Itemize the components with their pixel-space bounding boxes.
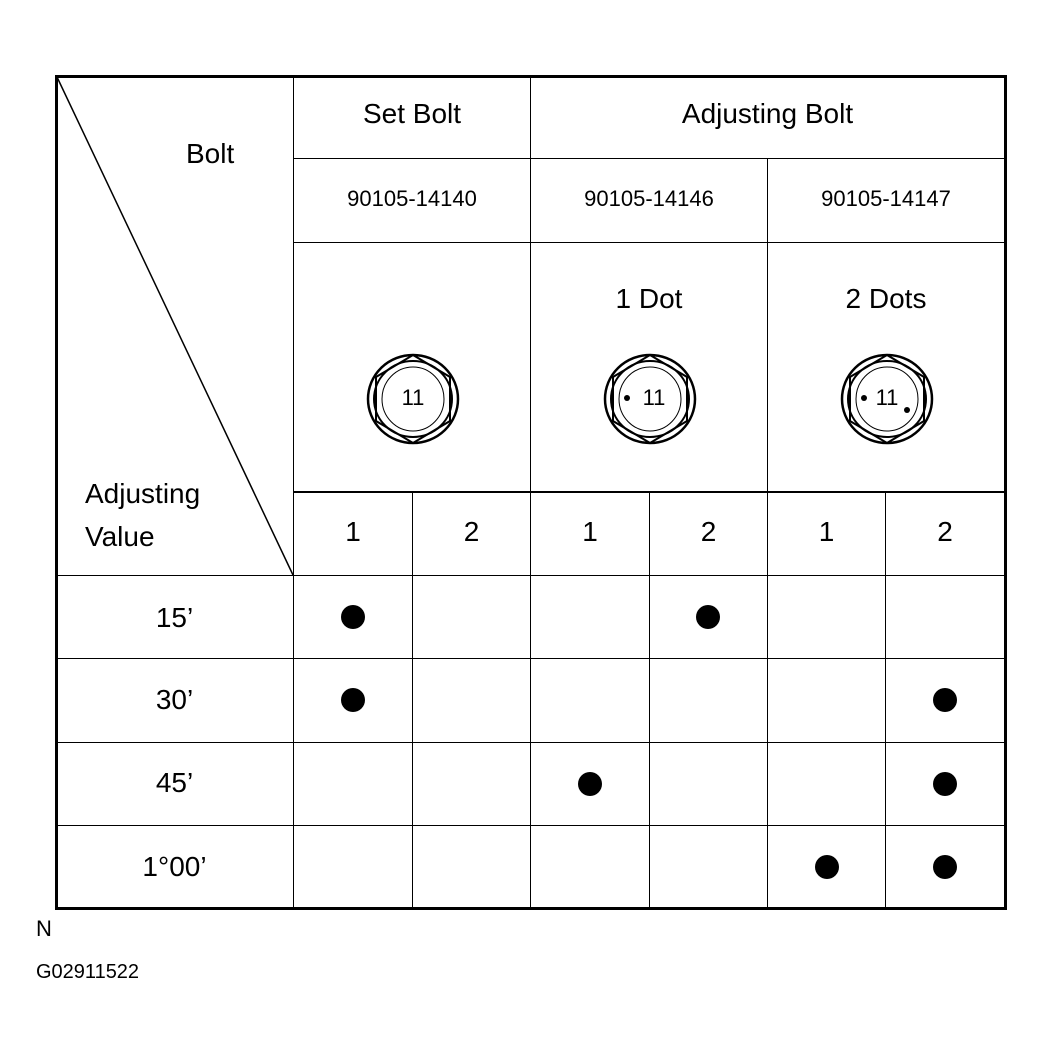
selection-dot: [578, 772, 602, 796]
north-label: N: [36, 916, 52, 941]
grid-line: [293, 76, 294, 909]
adjusting-value: 1°00’: [142, 851, 207, 882]
column-number: 1: [345, 516, 361, 547]
selection-dot: [933, 855, 957, 879]
bolt-head-two-dots-icon: 11: [839, 352, 935, 446]
mark-label: 2 Dots: [845, 283, 927, 314]
table-border-top: [55, 75, 1007, 78]
grid-line: [767, 158, 768, 909]
selection-dot: [933, 772, 957, 796]
selection-dot: [815, 855, 839, 879]
bolt-head-number: 11: [401, 385, 425, 410]
column-number: 1: [818, 516, 835, 547]
grid-line: [412, 492, 413, 909]
part-number: 90105-14146: [584, 186, 714, 211]
grid-line: [293, 242, 1005, 243]
bolt-label: Bolt: [186, 138, 235, 169]
table-border-right: [1004, 75, 1007, 910]
column-number: 2: [937, 516, 953, 547]
grid-line: [530, 76, 531, 909]
selection-dot: [341, 688, 365, 712]
adjusting-value: 45’: [155, 767, 194, 798]
table-border-bottom: [55, 907, 1007, 910]
figure-id: G02911522: [36, 961, 140, 983]
selection-dot: [933, 688, 957, 712]
adjusting-value: 15’: [155, 602, 194, 633]
bolt-head-number: 11: [875, 385, 899, 410]
part-number: 90105-14140: [347, 186, 477, 211]
bolt-head-icon: 11: [365, 352, 461, 446]
bolt-head-number: 11: [642, 385, 666, 410]
adjusting-value: 30’: [155, 684, 194, 715]
grid-line: [649, 492, 650, 909]
adjusting-value-label-1: Adjusting: [85, 478, 201, 509]
column-number: 2: [463, 516, 480, 547]
table-border-left: [55, 75, 58, 910]
grid-line: [885, 492, 886, 909]
part-number: 90105-14147: [821, 186, 951, 211]
mark-label: 1 Dot: [615, 283, 683, 314]
grid-line: [293, 158, 1005, 159]
selection-dot: [696, 605, 720, 629]
bolt-head-one-dot-icon: 11: [602, 352, 698, 446]
adjusting-value-label-2: Value: [85, 521, 155, 552]
adjusting-bolt-header: Adjusting Bolt: [681, 98, 854, 129]
diagonal-divider: [56, 76, 294, 576]
set-bolt-header: Set Bolt: [362, 98, 462, 129]
selection-dot: [341, 605, 365, 629]
column-number: 2: [700, 516, 717, 547]
column-number: 1: [582, 516, 598, 547]
